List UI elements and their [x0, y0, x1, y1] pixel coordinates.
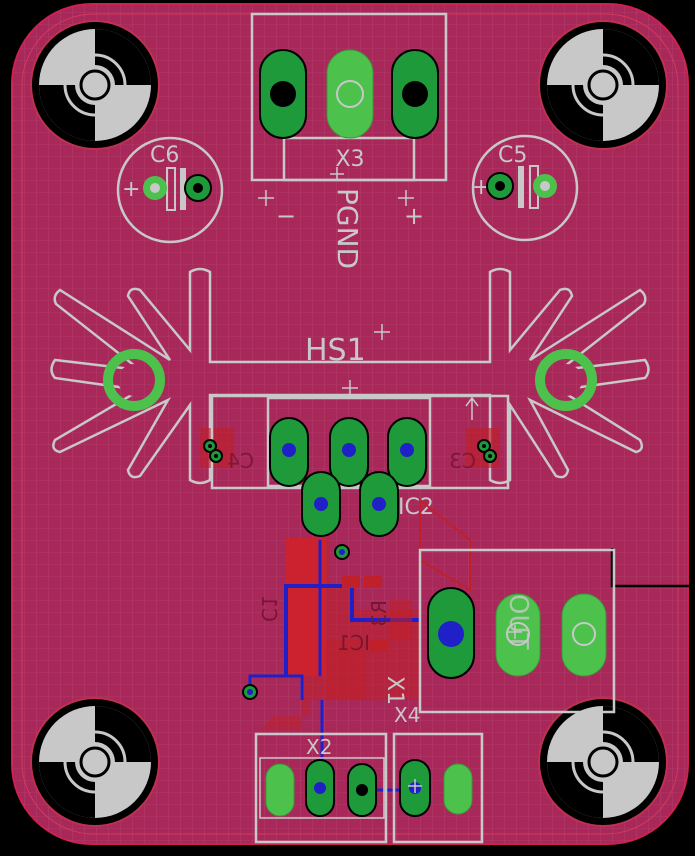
pgnd-label: PGND — [331, 188, 364, 269]
bottom-layer-c4-c3: C4 C3 — [200, 428, 500, 473]
x2-label: X2 — [306, 735, 332, 759]
c5-label: C5 — [498, 143, 527, 168]
c1-mirrored: C1 — [257, 595, 281, 622]
out-mirrored: OUT — [503, 594, 533, 649]
connector-x3: X3 — [250, 12, 448, 182]
capacitor-c6: C6 + — [116, 136, 224, 244]
plus-sign: + — [404, 202, 424, 230]
regulator-ic2: IC2 — [203, 394, 510, 537]
c6-plus: + — [122, 177, 140, 202]
c6-label: C6 — [150, 143, 179, 168]
r3-mirrored: R3 — [367, 600, 391, 627]
c3-mirrored: C3 — [449, 449, 476, 473]
minus-sign: − — [276, 202, 296, 230]
connector-x4: X4 — [392, 703, 484, 844]
mounting-hole-bottom-right — [538, 697, 668, 827]
bottom-copper-region: R3 IC1 C1 — [242, 497, 471, 792]
mounting-hole-top-right — [538, 20, 668, 150]
x3-label: X3 — [335, 147, 364, 172]
capacitor-c5: C5 + — [471, 134, 579, 242]
connector-x2: X2 — [254, 732, 388, 844]
ic1-mirrored: IC1 — [337, 631, 370, 655]
edge-line — [610, 548, 695, 588]
mounting-hole-bottom-left — [30, 697, 160, 827]
mounting-hole-top-left — [30, 20, 160, 150]
c4-mirrored: C4 — [227, 449, 254, 473]
x4-label: X4 — [394, 703, 420, 727]
c5-plus: + — [472, 175, 490, 200]
x1-label: X1 — [382, 676, 407, 705]
connector-out-x1: OUT X1 — [382, 548, 616, 714]
hs1-label: HS1 — [305, 333, 366, 368]
